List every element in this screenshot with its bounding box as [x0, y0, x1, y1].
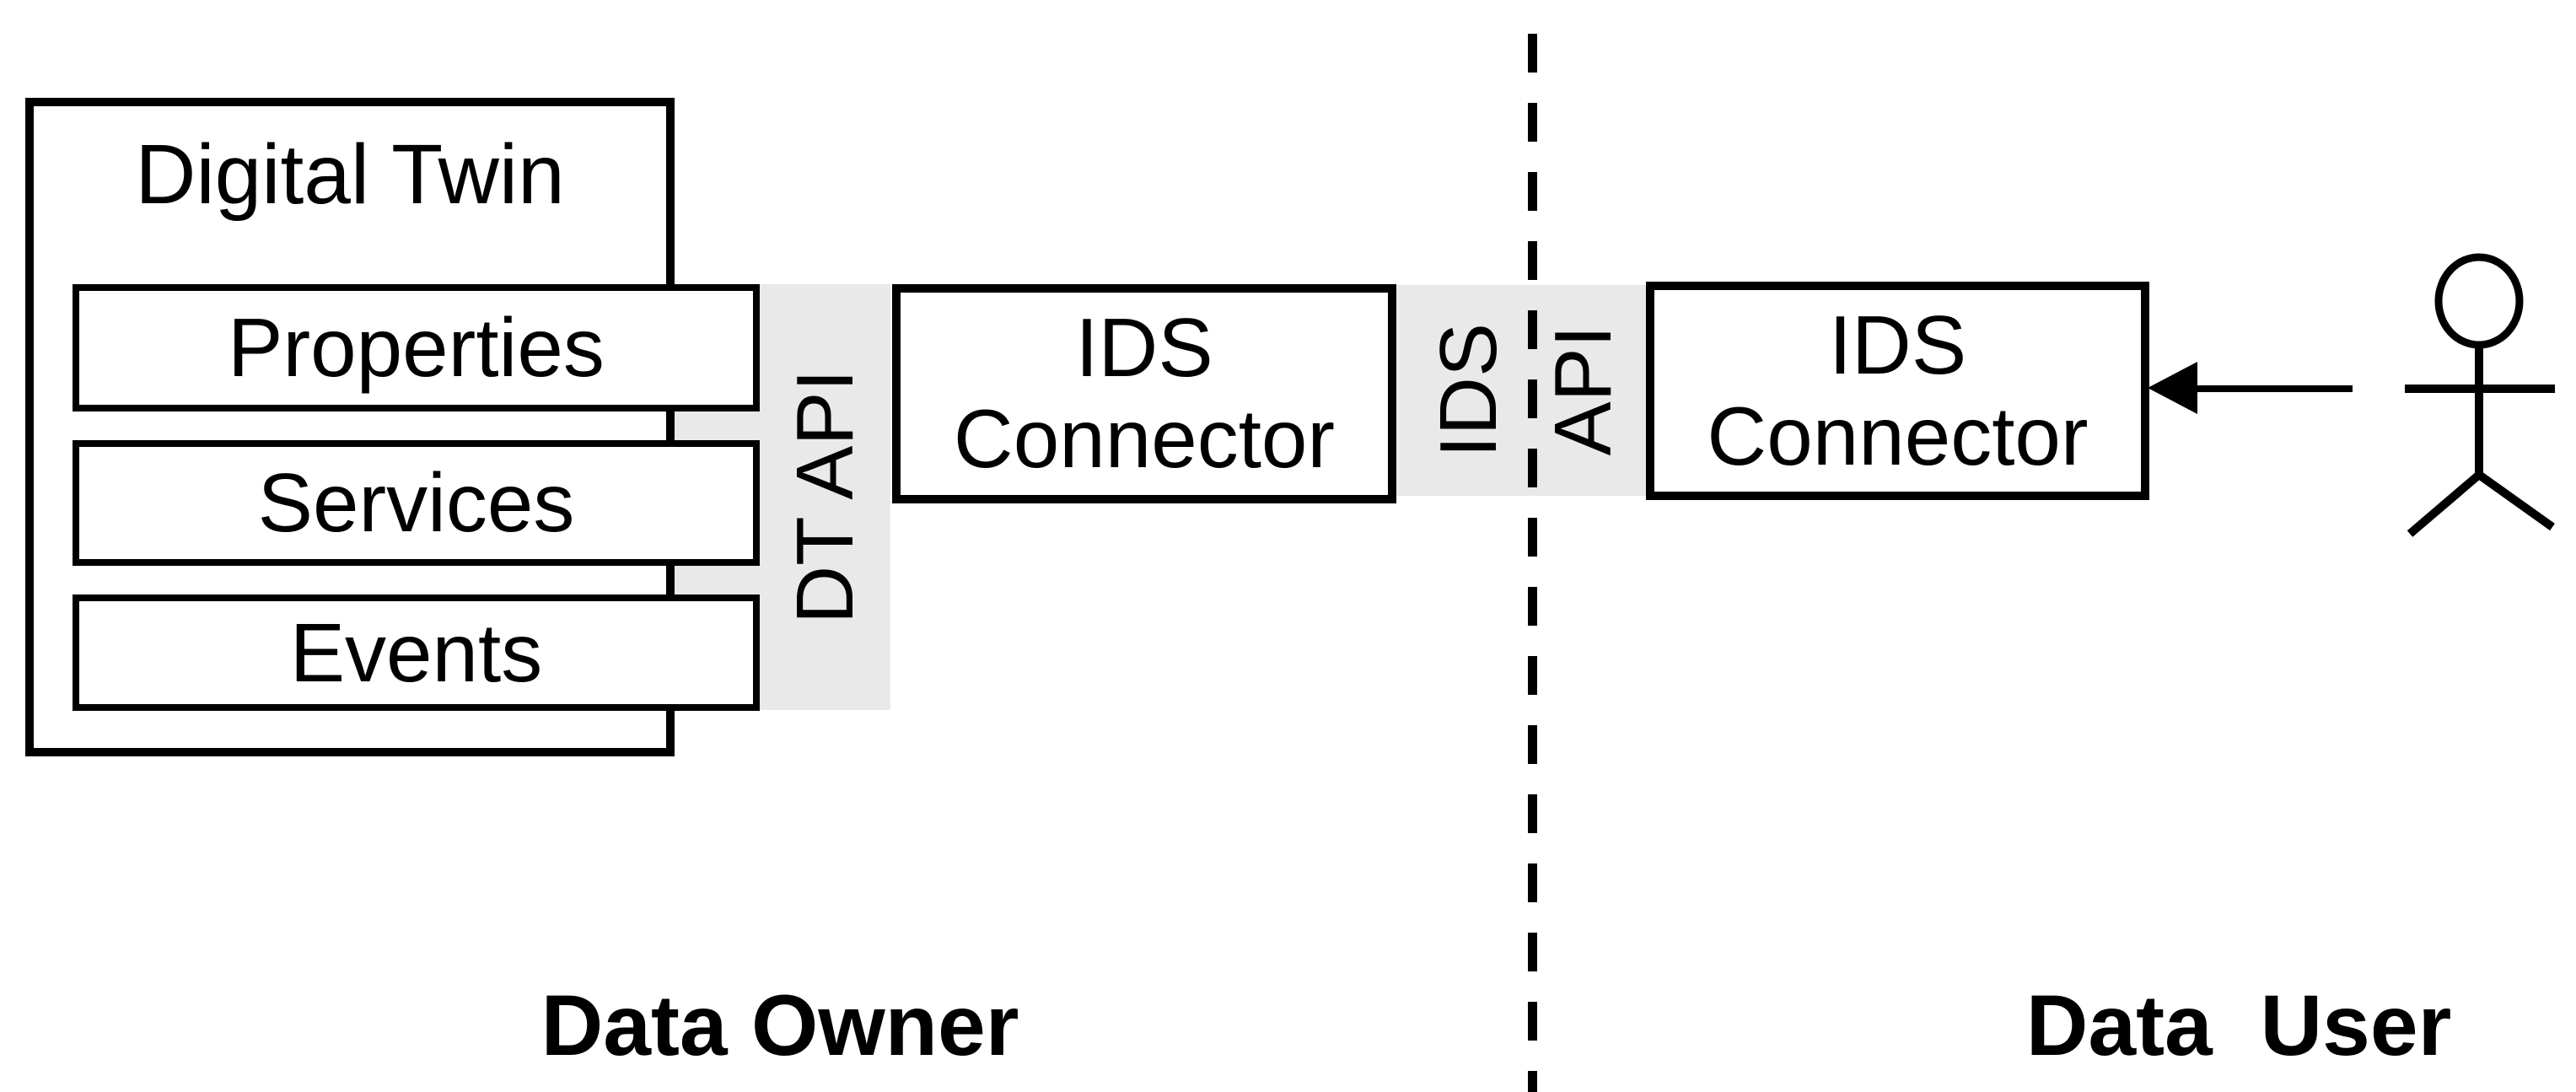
services-label: Services	[257, 456, 575, 549]
ids-connector-consumer-line2: Connector	[1707, 389, 2089, 482]
ids-connector-provider-box: IDS Connector	[892, 284, 1396, 503]
ids-connector-consumer-line1: IDS	[1828, 298, 1967, 391]
api-label: API	[1538, 325, 1628, 456]
events-box: Events	[73, 594, 760, 711]
services-box: Services	[73, 440, 760, 566]
ids-connector-provider-line1: IDS	[1075, 301, 1213, 395]
properties-box: Properties	[73, 284, 760, 412]
ids-connector-provider-line2: Connector	[953, 392, 1336, 485]
ids-label: IDS	[1423, 322, 1514, 459]
ids-connector-consumer-box: IDS Connector	[1646, 282, 2149, 500]
events-label: Events	[289, 605, 543, 699]
data-owner-label: Data Owner	[540, 977, 1019, 1073]
person-icon	[2405, 253, 2555, 537]
boundary-dashed-line-icon	[1528, 34, 1537, 1092]
ids-api-band	[1396, 285, 1649, 496]
data-user-label: Data User	[2025, 977, 2452, 1073]
properties-label: Properties	[228, 301, 605, 394]
arrow-line	[2196, 385, 2353, 392]
arrow-left-icon	[2148, 362, 2197, 414]
dt-api-label: DT API	[780, 368, 870, 625]
digital-twin-title: Digital Twin	[135, 127, 565, 222]
